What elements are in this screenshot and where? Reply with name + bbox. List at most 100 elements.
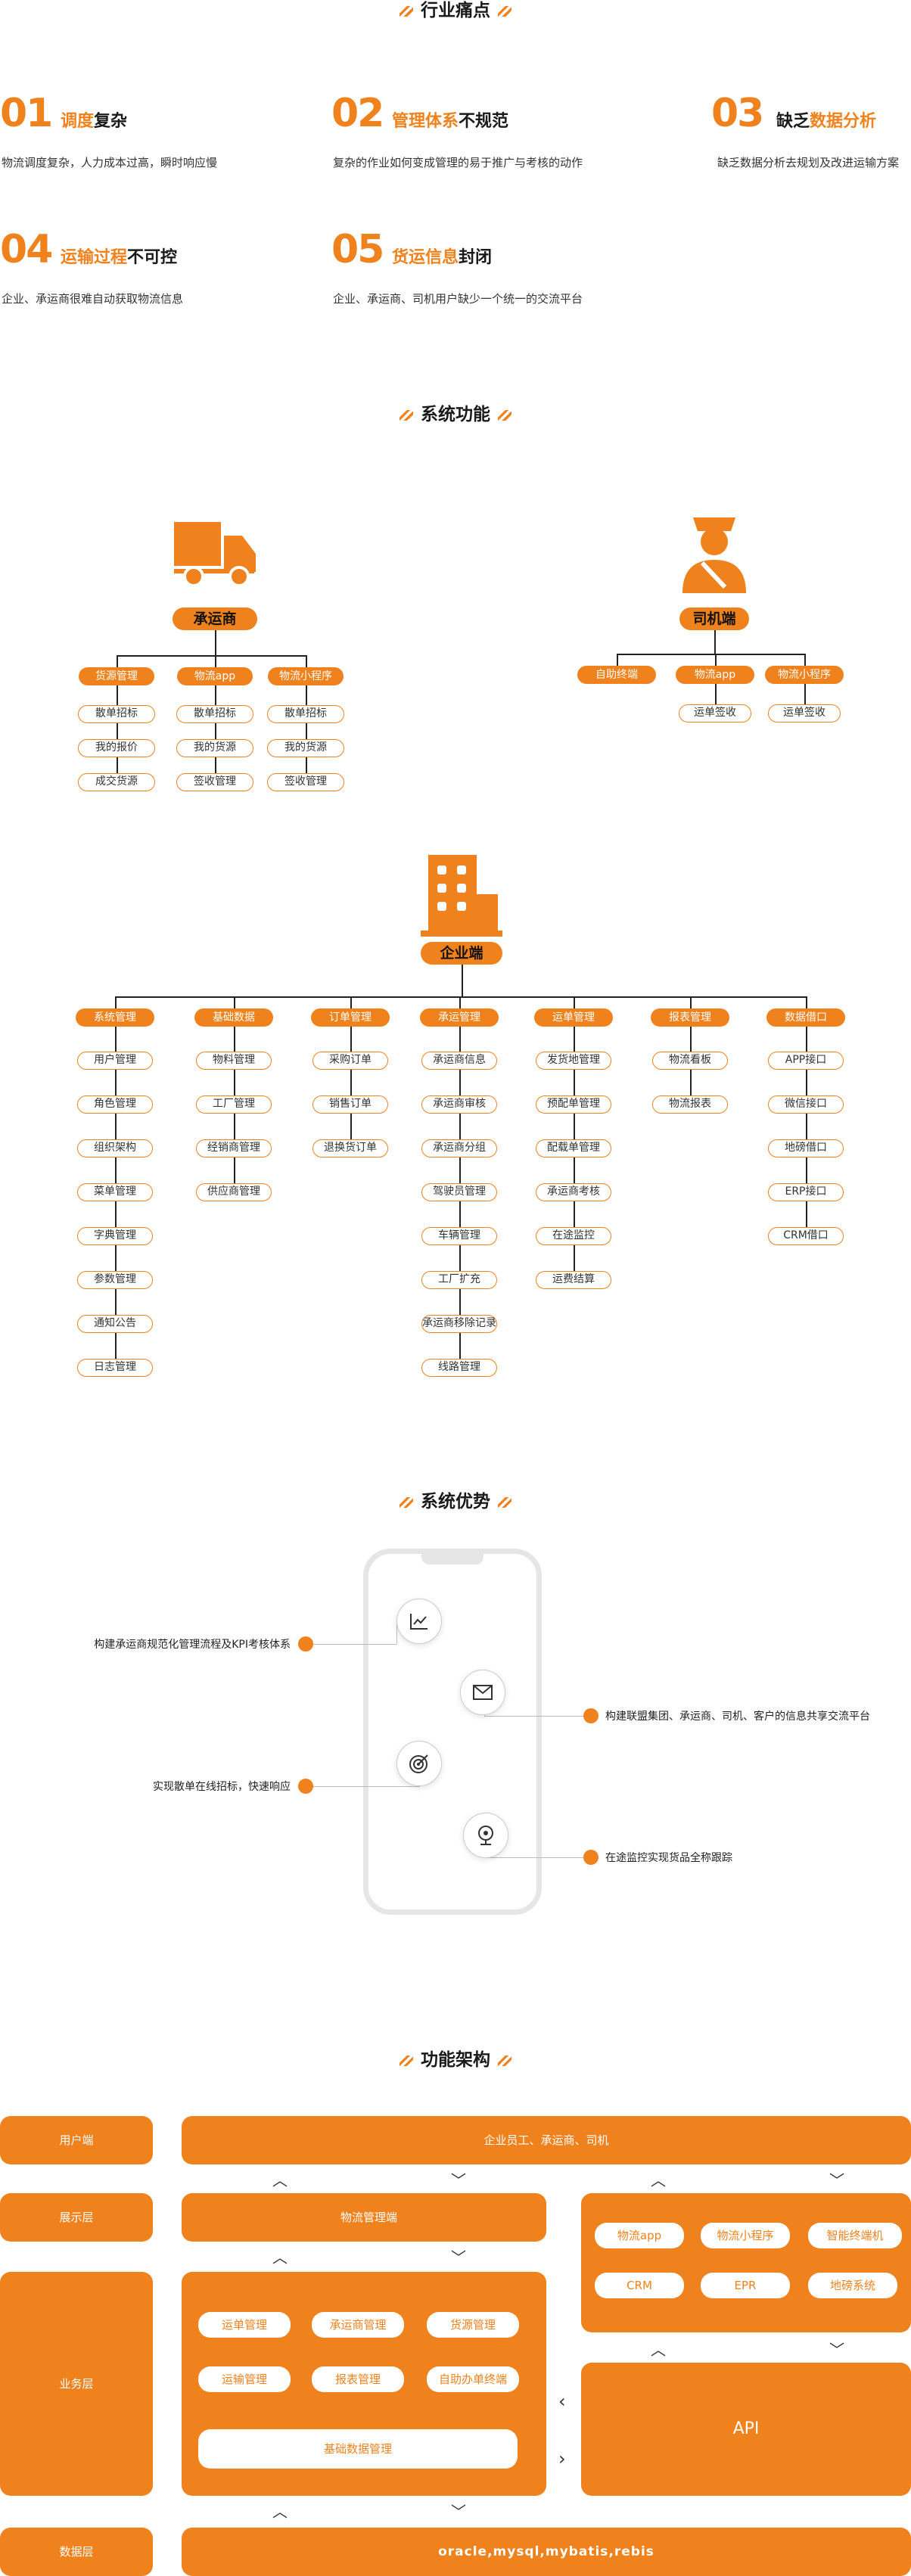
chevron-right-icon: › xyxy=(558,2448,566,2469)
chevron-down-icon: ﹀ xyxy=(829,2341,844,2359)
item-pill: 工厂管理 xyxy=(196,1095,272,1114)
target-icon xyxy=(396,1741,442,1786)
biz-pill: 运输管理 xyxy=(198,2366,291,2392)
item-pill: 采购订单 xyxy=(312,1052,388,1070)
pain-description: 缺乏数据分析去规划及改进运输方案 xyxy=(717,156,900,169)
group-pill: 物流小程序 xyxy=(765,666,844,684)
chevron-left-icon: ‹ xyxy=(558,2391,566,2412)
tree-line xyxy=(350,996,352,1008)
pain-number: 02 xyxy=(331,91,384,136)
pain-number: 03 xyxy=(711,91,764,136)
chevron-up-icon: ︿ xyxy=(651,2341,666,2359)
tree-line xyxy=(715,684,717,704)
side-pill: EPR xyxy=(701,2273,790,2298)
connector-line xyxy=(396,1621,397,1644)
group-pill: 基础数据 xyxy=(194,1008,273,1027)
item-pill: 销售订单 xyxy=(312,1095,388,1114)
pain-heading-part: 调度 xyxy=(61,112,95,131)
biz-pill: 自助办单终端 xyxy=(427,2366,519,2392)
tree-line xyxy=(234,996,235,1008)
tree-line xyxy=(804,684,806,704)
tree-line xyxy=(574,996,575,1008)
item-pill: 承运商审核 xyxy=(421,1095,497,1114)
tree-line xyxy=(462,965,463,996)
arch-title-text: 功能架构 xyxy=(421,2050,490,2070)
slash-icon xyxy=(400,2055,413,2066)
advantage-dot xyxy=(298,1636,313,1652)
chevron-down-icon: ﹀ xyxy=(451,2171,466,2189)
tree-line xyxy=(117,655,118,667)
tree-line xyxy=(804,654,806,666)
pain-number: 01 xyxy=(0,91,53,136)
side-pill: CRM xyxy=(595,2273,684,2298)
item-pill: 用户管理 xyxy=(77,1052,153,1070)
item-pill: 物流看板 xyxy=(652,1052,728,1070)
item-pill: 配载单管理 xyxy=(536,1139,611,1157)
item-pill: 驾驶员管理 xyxy=(421,1183,497,1201)
group-pill: 物流app xyxy=(177,667,253,685)
pain-heading-part: 缺乏 xyxy=(776,112,810,131)
connector-line xyxy=(310,1786,420,1787)
pain-section-title: 行业痛点 xyxy=(0,0,911,21)
item-pill: 发货地管理 xyxy=(536,1052,611,1070)
tree-line xyxy=(617,654,806,655)
pain-heading: 管理体系不规范 xyxy=(392,107,508,132)
advantage-dot xyxy=(583,1850,599,1865)
tree-line xyxy=(715,654,717,666)
pain-description: 企业、承运商很难自动获取物流信息 xyxy=(2,292,184,306)
group-pill: 自助终端 xyxy=(577,666,656,684)
connector-line xyxy=(310,1644,396,1645)
api-box: API xyxy=(581,2363,911,2496)
layer-user: 用户端 xyxy=(0,2116,153,2164)
data-bar: oracle,mysql,mybatis,rebis xyxy=(182,2528,911,2576)
pain-heading-part: 复杂 xyxy=(94,112,128,131)
features-section-title: 系统功能 xyxy=(0,399,911,425)
item-pill: 参数管理 xyxy=(77,1271,153,1289)
chevron-down-icon: ﹀ xyxy=(829,2171,844,2189)
tree-line xyxy=(215,685,216,773)
tree-line xyxy=(117,685,118,773)
item-pill: ERP接口 xyxy=(768,1183,844,1201)
item-pill: 签收管理 xyxy=(176,773,253,791)
pain-heading: 货运信息封闭 xyxy=(392,244,492,268)
enterprise-title: 企业端 xyxy=(421,942,502,965)
biz-pill: 承运商管理 xyxy=(312,2312,404,2338)
slash-icon xyxy=(400,1496,413,1508)
pain-heading-part: 货运信息 xyxy=(392,248,459,267)
item-pill: 我的货源 xyxy=(267,739,344,757)
item-pill: APP接口 xyxy=(768,1052,844,1070)
layer-display: 展示层 xyxy=(0,2193,153,2242)
item-pill: 经销商管理 xyxy=(196,1139,272,1157)
tree-line xyxy=(714,630,716,654)
pain-heading-part: 封闭 xyxy=(459,248,493,267)
advantage-dot xyxy=(298,1779,313,1794)
pain-description: 物流调度复杂，人力成本过高，瞬时响应慢 xyxy=(2,156,218,169)
item-pill: 运单签收 xyxy=(768,704,841,722)
item-pill: 成交货源 xyxy=(78,773,155,791)
side-pill: 地磅系统 xyxy=(808,2273,897,2298)
item-pill: 菜单管理 xyxy=(77,1183,153,1201)
tree-line xyxy=(350,1027,352,1139)
item-pill: 签收管理 xyxy=(267,773,344,791)
phone-frame xyxy=(363,1549,542,1915)
advantage-text: 构建联盟集团、承运商、司机、客户的信息共享交流平台 xyxy=(605,1711,870,1723)
pain-heading: 运输过程不可控 xyxy=(61,244,177,268)
pain-heading-part: 数据分析 xyxy=(810,112,877,131)
group-pill: 订单管理 xyxy=(311,1008,390,1027)
item-pill: 日志管理 xyxy=(77,1359,153,1377)
item-pill: 散单招标 xyxy=(176,705,253,723)
item-pill: 线路管理 xyxy=(421,1359,497,1377)
building-icon xyxy=(421,855,502,937)
slash-icon xyxy=(498,2055,511,2066)
advantage-text: 在途监控实现货品全称跟踪 xyxy=(605,1852,732,1864)
item-pill: 在途监控 xyxy=(536,1227,611,1245)
group-pill: 报表管理 xyxy=(651,1008,729,1027)
connector-line xyxy=(484,1716,590,1717)
pain-heading-part: 不可控 xyxy=(127,248,178,267)
item-pill: 车辆管理 xyxy=(421,1227,497,1245)
tree-line xyxy=(806,1027,807,1227)
mail-icon xyxy=(460,1670,505,1715)
group-pill: 承运管理 xyxy=(420,1008,499,1027)
biz-base-pill: 基础数据管理 xyxy=(198,2429,518,2469)
item-pill: 散单招标 xyxy=(78,705,155,723)
